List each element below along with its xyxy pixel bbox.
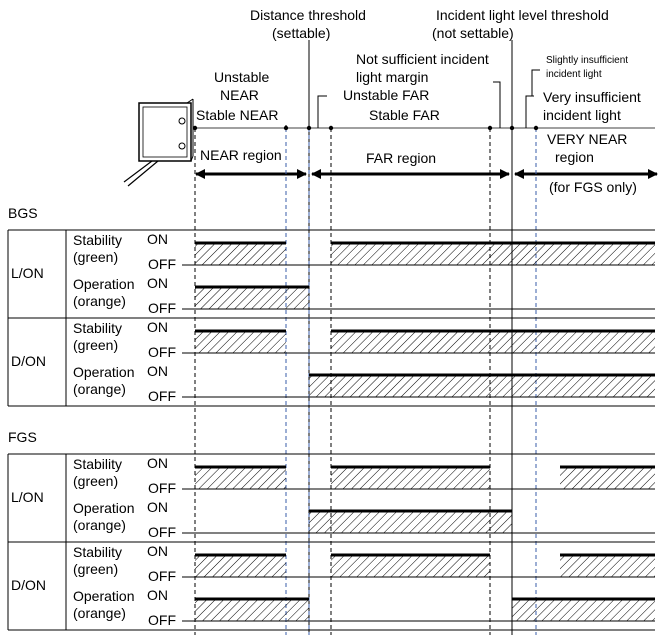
on-segment-fill: [309, 375, 655, 397]
on-segment-fill: [195, 555, 286, 577]
on-label: ON: [147, 499, 168, 515]
mode-label: L/ON: [11, 489, 44, 505]
mode-label: L/ON: [11, 265, 44, 281]
threshold-dot: [306, 125, 312, 131]
on-segment-fill: [331, 467, 490, 489]
on-label: ON: [147, 231, 168, 247]
threshold-dot: [192, 125, 198, 131]
on-segment-fill: [331, 331, 655, 353]
signal-label: (green): [73, 249, 118, 265]
on-segment-fill: [331, 243, 655, 265]
section-title: FGS: [8, 429, 37, 445]
very-insufficient-label: Very insufficient: [543, 89, 641, 105]
off-label: OFF: [148, 388, 176, 404]
off-label: OFF: [148, 300, 176, 316]
unstable-near-label: Unstable: [214, 69, 269, 85]
near-region-label: NEAR region: [200, 147, 282, 163]
signal-label: (orange): [73, 381, 126, 397]
mode-label: D/ON: [11, 353, 46, 369]
on-label: ON: [147, 587, 168, 603]
on-segment-fill: [195, 467, 286, 489]
on-segment-fill: [331, 555, 490, 577]
stable-near-label: Stable NEAR: [196, 107, 278, 123]
signal-label: Stability: [73, 232, 122, 248]
threshold-dot: [328, 125, 334, 131]
on-segment-fill: [195, 243, 286, 265]
off-label: OFF: [148, 612, 176, 628]
distance-threshold-settable-label: (settable): [272, 25, 330, 41]
unstable-near-label-2: NEAR: [220, 87, 259, 103]
sensor-icon: [123, 98, 194, 187]
far-region-label: FAR region: [366, 150, 436, 166]
on-label: ON: [147, 543, 168, 559]
threshold-dot: [487, 125, 493, 131]
off-label: OFF: [148, 256, 176, 272]
slightly-insufficient-label: Slightly insufficient: [546, 55, 628, 66]
for-fgs-only-label: (for FGS only): [549, 179, 637, 195]
very-insufficient-label-2: incident light: [543, 107, 621, 123]
mode-label: D/ON: [11, 577, 46, 593]
off-label: OFF: [148, 568, 176, 584]
very-near-region-label-2: region: [555, 149, 594, 165]
on-label: ON: [147, 455, 168, 471]
on-segment-fill: [195, 599, 309, 621]
unstable-far-label: Unstable FAR: [343, 87, 429, 103]
on-segment-fill: [195, 331, 286, 353]
threshold-dot: [533, 125, 539, 131]
signal-label: Operation: [73, 588, 134, 604]
signal-label: (green): [73, 561, 118, 577]
signal-label: (orange): [73, 605, 126, 621]
signal-label: Stability: [73, 456, 122, 472]
signal-label: Stability: [73, 320, 122, 336]
slightly-insufficient-label-2: incident light: [546, 69, 602, 80]
off-label: OFF: [148, 524, 176, 540]
threshold-dot: [283, 125, 289, 131]
off-label: OFF: [148, 344, 176, 360]
on-segment-fill: [309, 511, 512, 533]
timing-rows: BGSL/ONStability(green)ONOFFOperation(or…: [7, 125, 655, 635]
not-sufficient-margin-label-2: light margin: [356, 69, 428, 85]
incident-threshold-not-settable-label: (not settable): [432, 25, 514, 41]
on-segment-fill: [512, 599, 655, 621]
signal-label: (green): [73, 473, 118, 489]
signal-label: (orange): [73, 293, 126, 309]
on-label: ON: [147, 319, 168, 335]
on-label: ON: [147, 363, 168, 379]
off-label: OFF: [148, 480, 176, 496]
stable-far-label: Stable FAR: [369, 107, 440, 123]
signal-label: Operation: [73, 500, 134, 516]
signal-label: (orange): [73, 517, 126, 533]
threshold-dot: [509, 125, 515, 131]
on-segment-fill: [560, 467, 655, 489]
on-label: ON: [147, 275, 168, 291]
incident-threshold-label: Incident light level threshold: [436, 7, 609, 23]
distance-threshold-label: Distance threshold: [250, 7, 366, 23]
signal-label: Stability: [73, 544, 122, 560]
section-title: BGS: [8, 205, 38, 221]
signal-label: Operation: [73, 276, 134, 292]
not-sufficient-margin-label: Not sufficient incident: [356, 51, 489, 67]
signal-label: (green): [73, 337, 118, 353]
on-segment-fill: [195, 287, 309, 309]
very-near-region-label: VERY NEAR: [547, 131, 627, 147]
on-segment-fill: [560, 555, 655, 577]
signal-label: Operation: [73, 364, 134, 380]
